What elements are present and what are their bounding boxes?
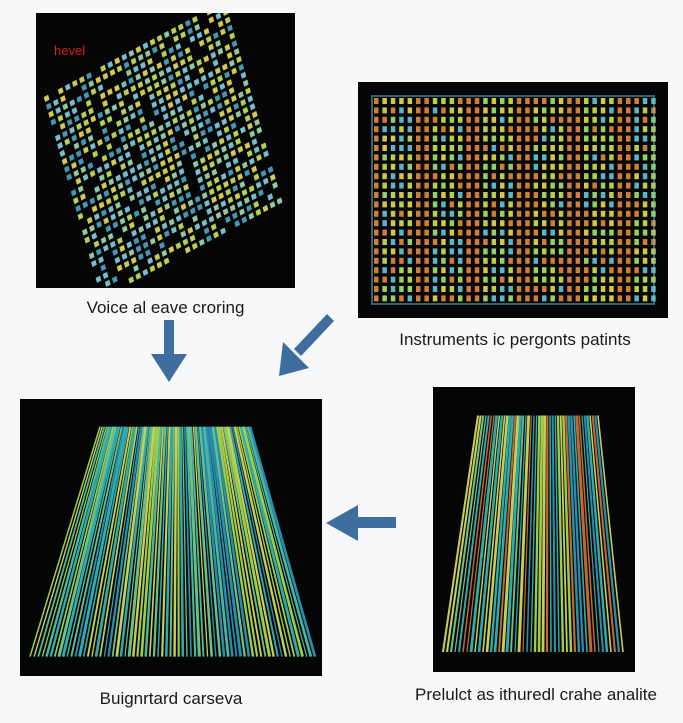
- grid-visual: [371, 95, 656, 305]
- stripe-visual: [29, 426, 317, 657]
- panel-buignrtard-stripes: [20, 399, 322, 676]
- arrow-left-icon: [326, 503, 398, 543]
- caption-instruments: Instruments ic pergonts patints: [399, 330, 631, 349]
- arrow-down-left-icon: [275, 312, 337, 378]
- caption-buignrtard: Buignrtard carseva: [99, 689, 243, 708]
- panel-label-hevel: hevel: [54, 43, 86, 58]
- panel-instruments-grid: [358, 82, 668, 318]
- arrow-down-icon: [147, 320, 191, 384]
- stripe-visual: [441, 415, 624, 653]
- caption-prelulct: Prelulct as ithuredl crahe analite: [415, 685, 657, 704]
- caption-voice: Voice al eave croring: [86, 298, 245, 317]
- grid-visual: [43, 13, 283, 288]
- panel-voice-grid: hevel: [36, 13, 295, 288]
- panel-prelulct-stripes: [433, 387, 635, 672]
